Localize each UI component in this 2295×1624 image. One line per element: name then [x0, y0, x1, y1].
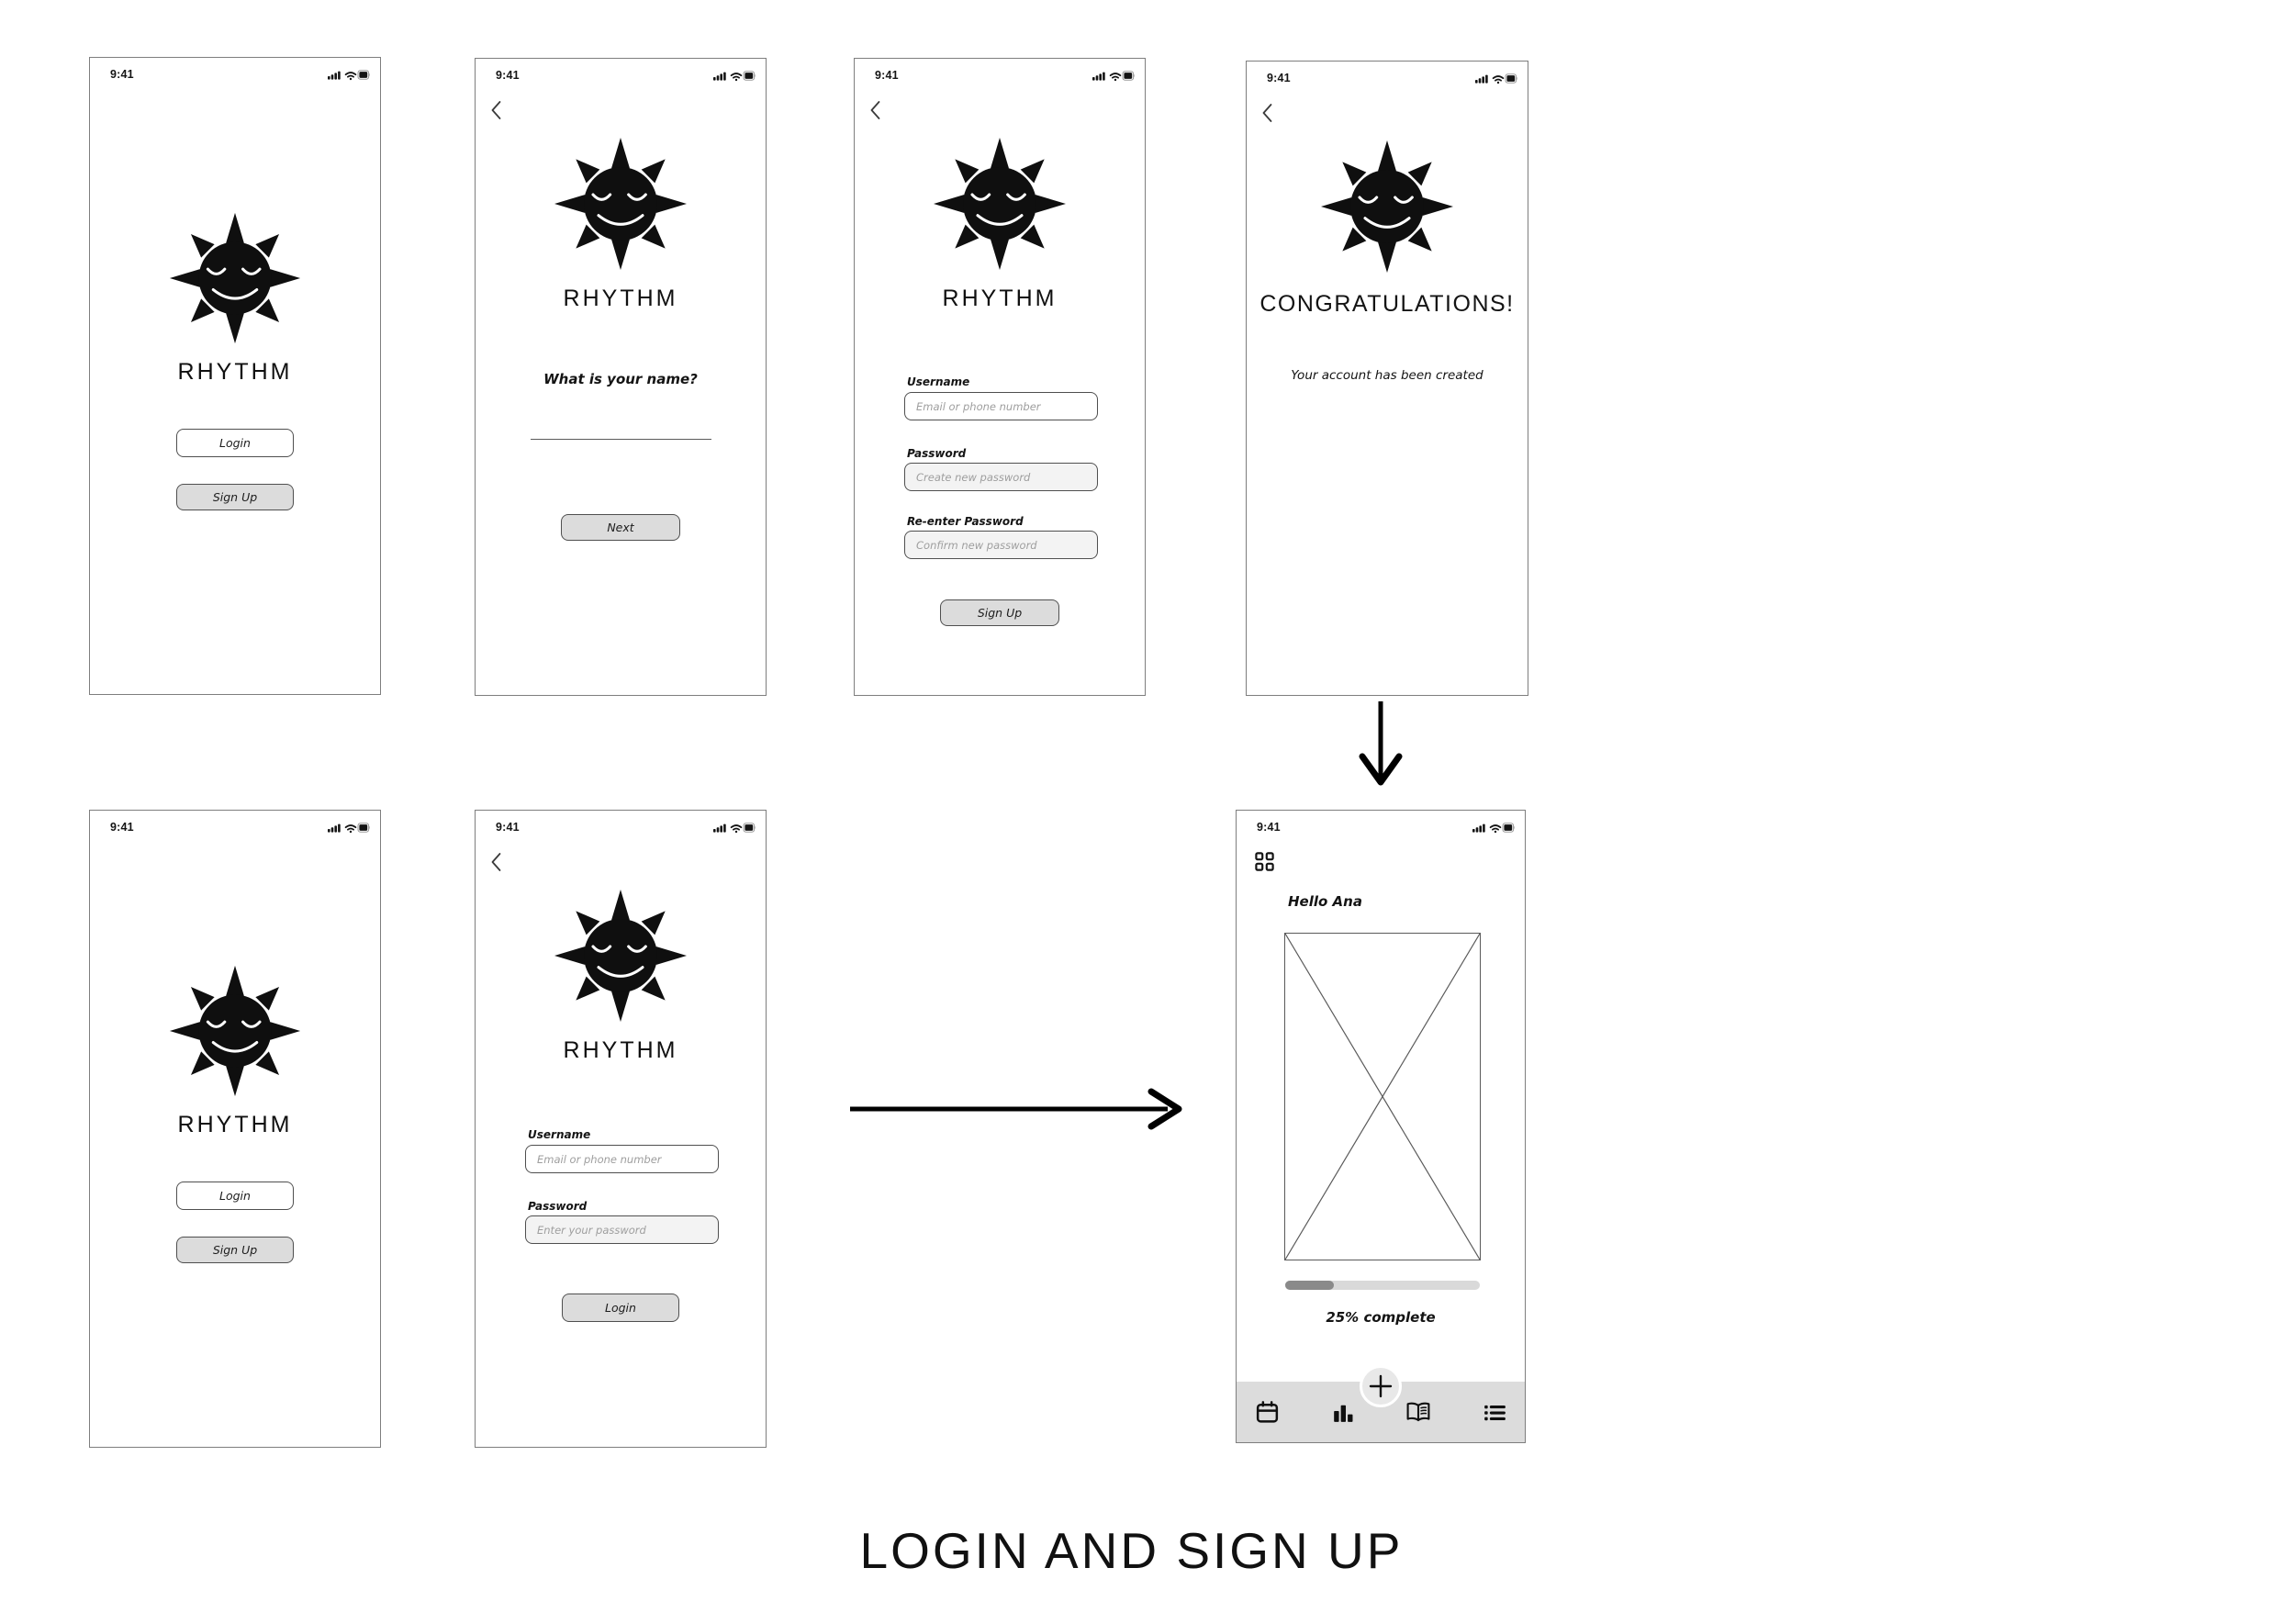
status-time: 9:41 [496, 821, 520, 834]
flow-arrow-right [850, 1088, 1182, 1130]
status-time: 9:41 [875, 69, 899, 82]
status-icons [1475, 73, 1517, 84]
image-placeholder [1284, 933, 1481, 1260]
grid-menu-icon[interactable] [1255, 852, 1274, 871]
screen-signup-form: 9:41 RHYTHM Username Password Re-enter P… [854, 58, 1146, 696]
screen-welcome-1: 9:41 RHYTHM Login Sign Up [89, 57, 381, 695]
status-time: 9:41 [110, 821, 134, 834]
username-input[interactable] [525, 1145, 719, 1173]
add-button[interactable] [1360, 1365, 1402, 1407]
list-icon [1484, 1405, 1506, 1420]
reenter-password-input[interactable] [904, 531, 1098, 559]
journal-icon [1406, 1402, 1430, 1422]
home-progress-fill [1285, 1281, 1334, 1290]
back-icon[interactable] [1261, 103, 1273, 123]
password-input[interactable] [904, 463, 1098, 491]
sun-logo [547, 882, 694, 1029]
back-icon[interactable] [490, 100, 502, 120]
status-icons [328, 822, 370, 834]
login-submit-button[interactable]: Login [562, 1294, 679, 1322]
nav-calendar-button[interactable] [1254, 1399, 1281, 1426]
calendar-icon [1256, 1400, 1279, 1423]
app-name: RHYTHM [942, 286, 1058, 311]
status-time: 9:41 [110, 68, 134, 81]
nav-list-button[interactable] [1481, 1399, 1507, 1426]
name-question: What is your name? [543, 371, 698, 387]
sun-logo [547, 130, 694, 277]
status-icons [713, 822, 756, 834]
app-name: RHYTHM [177, 1112, 293, 1137]
screen-login-form: 9:41 RHYTHM Username Password Login [475, 810, 767, 1448]
username-input[interactable] [904, 392, 1098, 420]
name-input[interactable] [531, 438, 711, 440]
password-label: Password [528, 1200, 588, 1213]
username-label: Username [907, 375, 970, 388]
status-icons [1092, 70, 1135, 82]
bar-chart-icon [1334, 1405, 1353, 1422]
back-icon[interactable] [490, 852, 502, 872]
screen-congratulations: 9:41 CONGRATULATIONS! Your account has b… [1246, 61, 1528, 696]
congratulations-heading: CONGRATULATIONS! [1259, 291, 1515, 317]
screen-welcome-2: 9:41 RHYTHM Login Sign Up [89, 810, 381, 1448]
nav-journal-button[interactable] [1405, 1398, 1432, 1426]
greeting-text: Hello Ana [1288, 893, 1362, 910]
progress-bar [1285, 1281, 1480, 1290]
signup-submit-button[interactable]: Sign Up [940, 599, 1059, 626]
password-input[interactable] [525, 1215, 719, 1244]
screen-name-entry: 9:41 RHYTHM What is your name? Next [475, 58, 767, 696]
signup-button[interactable]: Sign Up [176, 484, 294, 510]
nav-stats-button[interactable] [1329, 1399, 1356, 1426]
username-label: Username [528, 1128, 591, 1141]
congratulations-subtext: Your account has been created [1291, 368, 1483, 383]
sun-logo [162, 206, 308, 351]
plus-icon [1369, 1374, 1393, 1398]
login-button[interactable]: Login [176, 1182, 294, 1210]
next-button[interactable]: Next [561, 514, 680, 541]
password-label: Password [907, 447, 967, 460]
status-icons [328, 69, 370, 81]
sun-logo [162, 958, 308, 1103]
status-time: 9:41 [1257, 821, 1281, 834]
poster-title: LOGIN AND SIGN UP [859, 1522, 1404, 1579]
status-time: 9:41 [1267, 72, 1291, 84]
placeholder-cross [1285, 934, 1480, 1260]
app-name: RHYTHM [563, 286, 678, 311]
app-name: RHYTHM [177, 359, 293, 385]
progress-label: 25% complete [1326, 1309, 1436, 1326]
sun-logo [1314, 133, 1461, 280]
status-icons [1472, 822, 1515, 834]
signup-button[interactable]: Sign Up [176, 1237, 294, 1263]
app-name: RHYTHM [563, 1037, 678, 1063]
back-icon[interactable] [869, 100, 881, 120]
status-icons [713, 70, 756, 82]
screen-home: 9:41 Hello Ana 25% complete [1236, 810, 1526, 1443]
status-time: 9:41 [496, 69, 520, 82]
sun-logo [926, 130, 1073, 277]
login-button[interactable]: Login [176, 429, 294, 457]
flow-arrow-down [1359, 701, 1403, 786]
reenter-password-label: Re-enter Password [907, 515, 1024, 528]
